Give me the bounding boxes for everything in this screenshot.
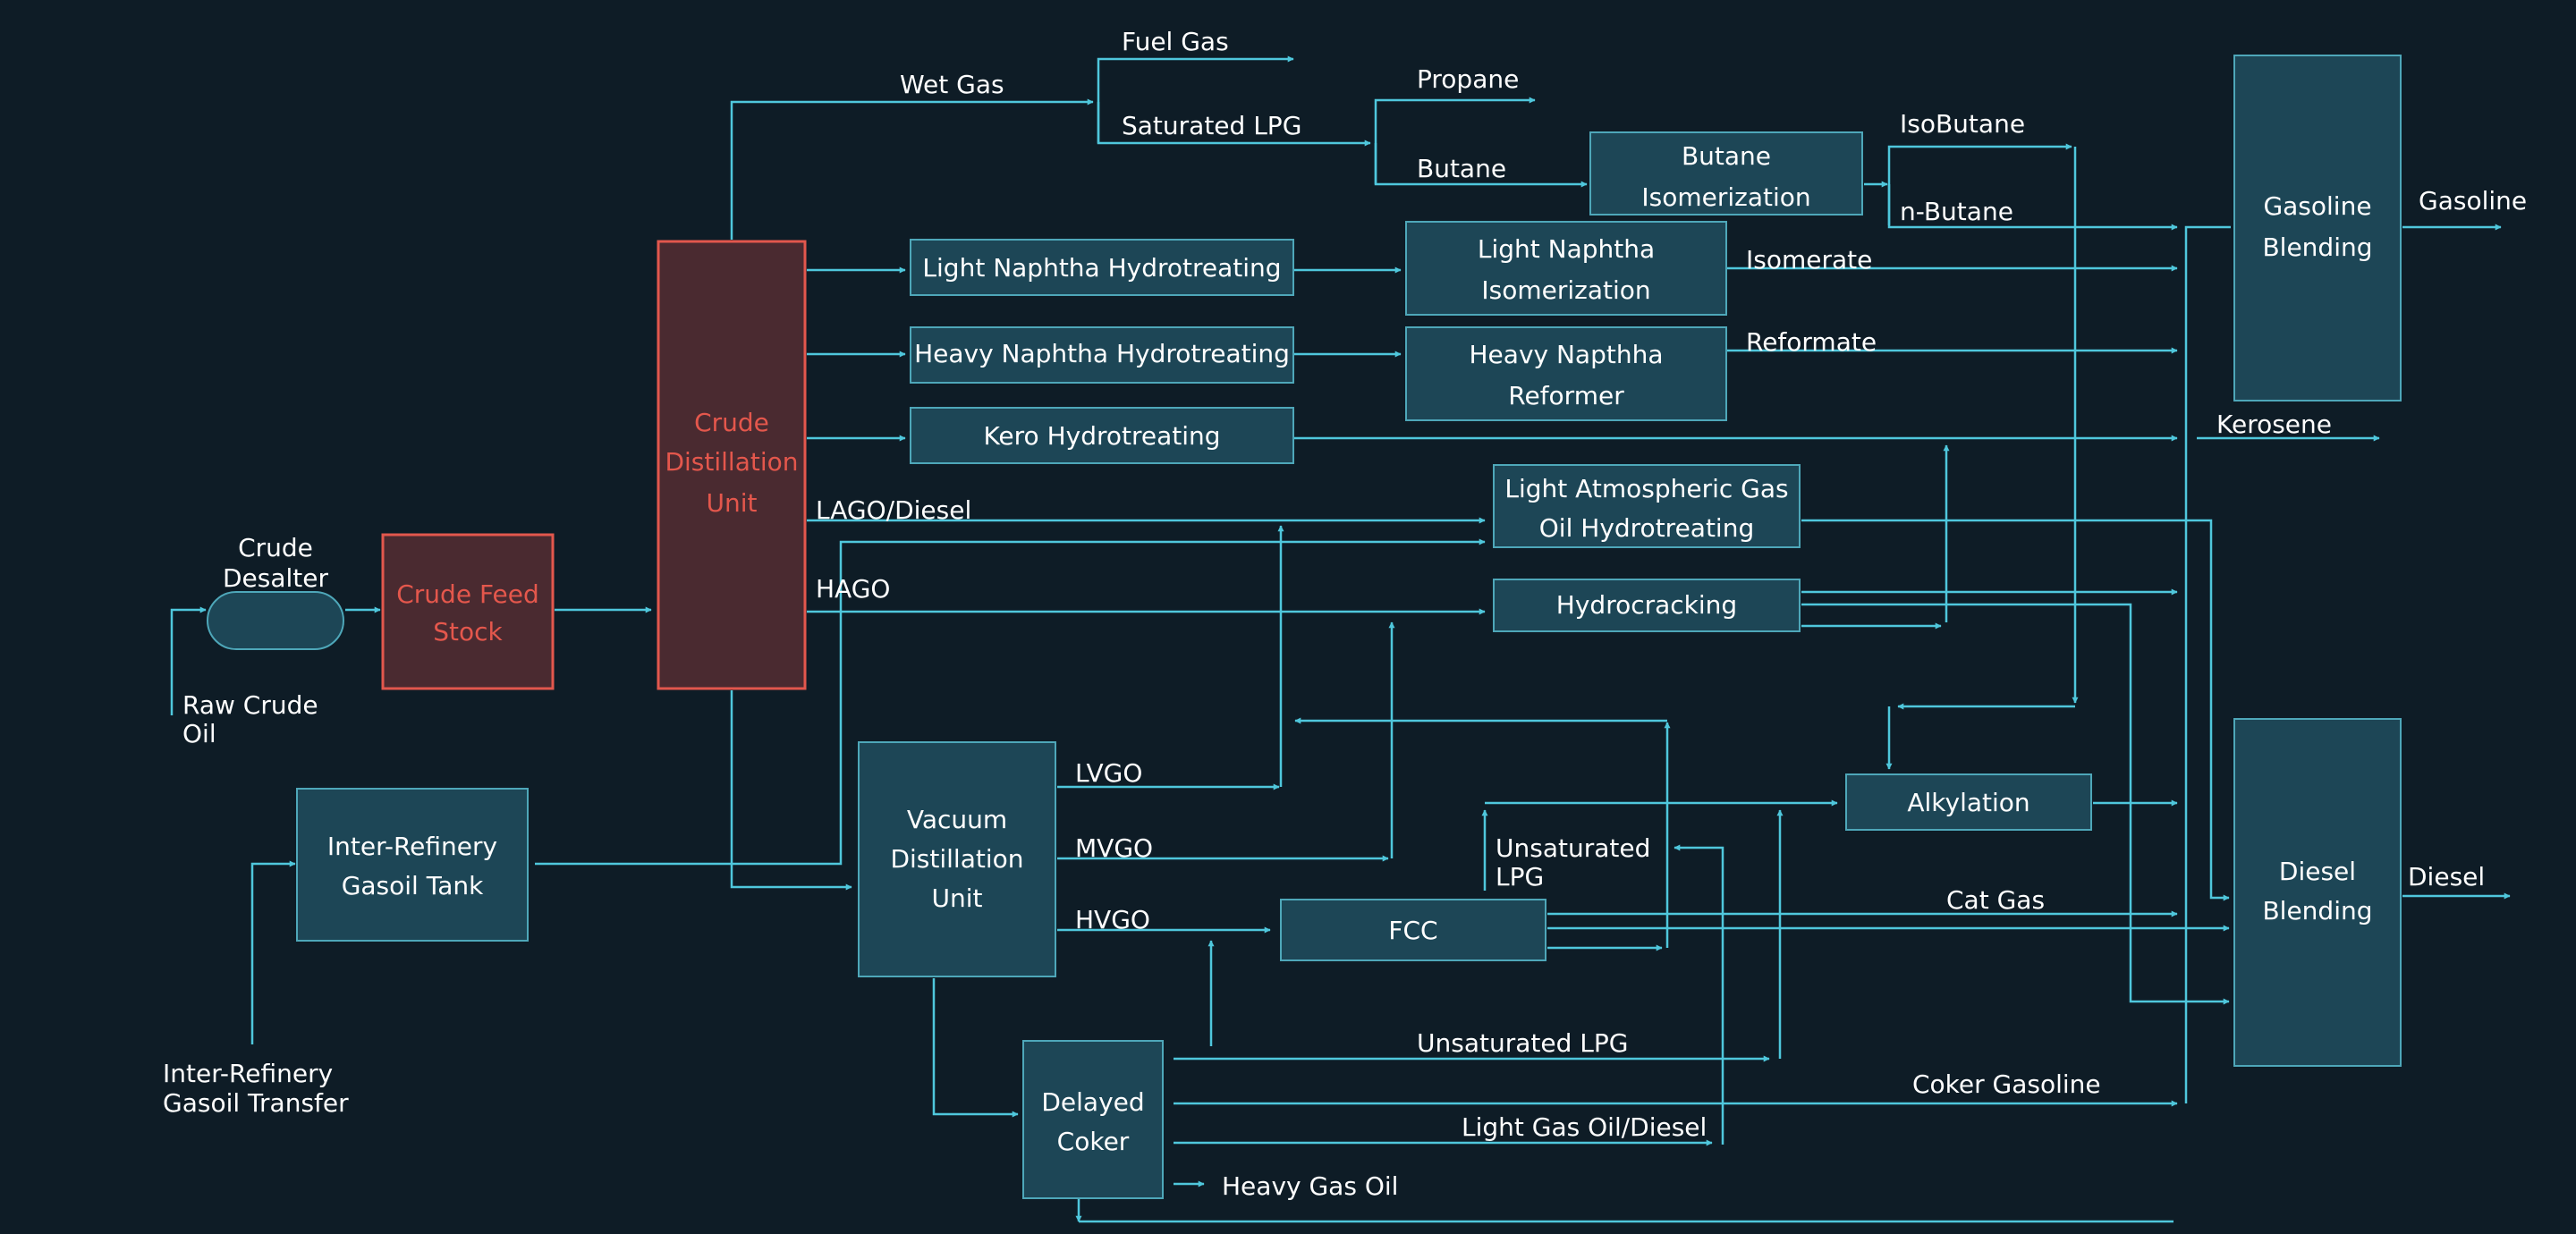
label-hago: HAGO: [816, 574, 890, 604]
edge-raw-crude-to-desalter: [170, 606, 207, 715]
label-lvgo: LVGO: [1075, 758, 1142, 788]
alkylation-node[interactable]: Alkylation: [1845, 773, 2092, 831]
label-raw-crude-2: Oil: [182, 719, 216, 748]
edge-gasoline-collector: [2184, 225, 2231, 1103]
lni-label-1: Light Naphtha: [1478, 234, 1655, 264]
lni-label-2: Isomerization: [1481, 275, 1650, 305]
reformer-label-2: Reformer: [1508, 381, 1624, 410]
fcc-node[interactable]: FCC: [1280, 899, 1546, 961]
butane-isomerization-node[interactable]: Butane Isomerization: [1589, 131, 1863, 216]
alkylation-label: Alkylation: [1907, 788, 2029, 817]
coker-label-1: Delayed: [1041, 1087, 1144, 1117]
label-mvgo: MVGO: [1075, 833, 1153, 863]
label-gasoil-transfer-1: Inter-Refinery: [163, 1059, 333, 1088]
edge-light-gas-oil-up: [1674, 844, 1724, 1145]
vacuum-distillation-unit-node[interactable]: Vacuum Distillation Unit: [858, 741, 1056, 977]
gasoline-blending-label-2: Blending: [2262, 232, 2372, 262]
label-gasoline: Gasoline: [2419, 186, 2527, 216]
label-unsat-lpg-fcc-2: LPG: [1496, 862, 1544, 892]
hnht-label: Heavy Naphtha Hydrotreating: [914, 339, 1290, 368]
label-light-gas-oil: Light Gas Oil/Diesel: [1462, 1112, 1707, 1142]
label-n-butane: n-Butane: [1900, 197, 2013, 226]
gasoline-blending-label-1: Gasoline: [2263, 191, 2371, 221]
hydrocracking-label: Hydrocracking: [1556, 590, 1737, 620]
label-gasoil-transfer-2: Gasoil Transfer: [163, 1088, 349, 1118]
gasoil-tank-label-2: Gasoil Tank: [342, 871, 484, 900]
vdu-label-1: Vacuum: [907, 805, 1007, 834]
lagoht-label-1: Light Atmospheric Gas: [1504, 474, 1788, 503]
edge-n-butane: [1887, 184, 2178, 231]
label-kerosene: Kerosene: [2216, 410, 2332, 439]
inter-refinery-gasoil-tank-node[interactable]: Inter-Refinery Gasoil Tank: [296, 788, 529, 942]
cdu-label-1: Crude: [694, 408, 769, 437]
label-reformate: Reformate: [1746, 327, 1877, 357]
cdu-label-3: Unit: [707, 488, 758, 518]
label-heavy-gas-oil: Heavy Gas Oil: [1222, 1171, 1398, 1201]
heavy-naphtha-reformer-node[interactable]: Heavy Napthha Reformer: [1405, 326, 1727, 421]
edge-cdu-to-vdu: [730, 690, 852, 891]
delayed-coker-node[interactable]: Delayed Coker: [1022, 1040, 1164, 1199]
edge-lagoht-to-diesel: [1801, 519, 2230, 901]
label-cat-gas: Cat Gas: [1946, 885, 2045, 915]
edge-wet-gas: [730, 98, 1094, 240]
flow-edges: [170, 55, 2511, 1223]
edge-butane: [1374, 143, 1588, 188]
kero-hydrotreating-node[interactable]: Kero Hydrotreating: [910, 407, 1294, 464]
label-butane: Butane: [1417, 154, 1506, 183]
label-fuel-gas: Fuel Gas: [1122, 27, 1229, 56]
vdu-label-3: Unit: [932, 883, 983, 913]
edge-gasoil-tank-to-lagoht: [535, 538, 1486, 866]
fcc-label: FCC: [1388, 916, 1437, 945]
label-crude-desalter-1: Crude: [238, 533, 313, 562]
label-propane: Propane: [1417, 64, 1519, 94]
light-naphtha-hydrotreating-node[interactable]: Light Naphtha Hydrotreating: [910, 239, 1294, 296]
kero-ht-label: Kero Hydrotreating: [983, 421, 1220, 451]
edge-vdu-to-coker: [932, 978, 1019, 1118]
lago-hydrotreating-node[interactable]: Light Atmospheric Gas Oil Hydrotreating: [1493, 464, 1801, 548]
crude-feed-stock-label-2: Stock: [433, 617, 503, 647]
lagoht-label-2: Oil Hydrotreating: [1539, 513, 1754, 543]
process-nodes: Crude Feed Stock Crude Distillation Unit…: [207, 55, 2402, 1199]
crude-desalter-node: [207, 591, 344, 650]
edge-gasoil-transfer: [250, 860, 296, 1044]
butane-iso-label-2: Isomerization: [1641, 182, 1810, 212]
edge-saturated-lpg: [1097, 102, 1371, 147]
label-crude-desalter-2: Desalter: [223, 563, 329, 593]
label-unsat-lpg-coker: Unsaturated LPG: [1417, 1028, 1628, 1058]
crude-distillation-unit-node[interactable]: Crude Distillation Unit: [657, 240, 807, 690]
label-raw-crude-1: Raw Crude: [182, 690, 318, 720]
coker-label-2: Coker: [1057, 1127, 1130, 1156]
diesel-blending-label-2: Blending: [2262, 896, 2372, 926]
flow-labels: Crude Desalter Raw Crude Oil Inter-Refin…: [163, 27, 2527, 1201]
cdu-label-2: Distillation: [665, 447, 798, 477]
hydrocracking-node[interactable]: Hydrocracking: [1493, 579, 1801, 632]
reformer-label-1: Heavy Napthha: [1470, 340, 1664, 369]
label-saturated-lpg: Saturated LPG: [1122, 111, 1301, 140]
label-lago-diesel: LAGO/Diesel: [816, 495, 971, 525]
label-hvgo: HVGO: [1075, 905, 1150, 934]
vdu-label-2: Distillation: [890, 844, 1023, 874]
gasoil-tank-label-1: Inter-Refinery: [327, 832, 497, 861]
lnht-label: Light Naphtha Hydrotreating: [922, 253, 1281, 283]
label-isomerate: Isomerate: [1746, 245, 1872, 275]
crude-feed-stock-label-1: Crude Feed: [396, 579, 539, 609]
crude-feed-stock-node[interactable]: Crude Feed Stock: [381, 533, 555, 690]
label-unsat-lpg-fcc-1: Unsaturated: [1496, 833, 1650, 863]
diesel-blending-label-1: Diesel: [2279, 857, 2356, 886]
gasoline-blending-node[interactable]: Gasoline Blending: [2233, 55, 2402, 401]
diesel-blending-node[interactable]: Diesel Blending: [2233, 718, 2402, 1067]
light-naphtha-isomerization-node[interactable]: Light Naphtha Isomerization: [1405, 221, 1727, 316]
label-diesel: Diesel: [2408, 862, 2485, 892]
label-isobutane: IsoButane: [1900, 109, 2025, 139]
heavy-naphtha-hydrotreating-node[interactable]: Heavy Naphtha Hydrotreating: [910, 326, 1294, 384]
label-wet-gas: Wet Gas: [900, 70, 1004, 99]
butane-iso-label-1: Butane: [1682, 141, 1771, 171]
label-coker-gasoline: Coker Gasoline: [1912, 1069, 2101, 1099]
